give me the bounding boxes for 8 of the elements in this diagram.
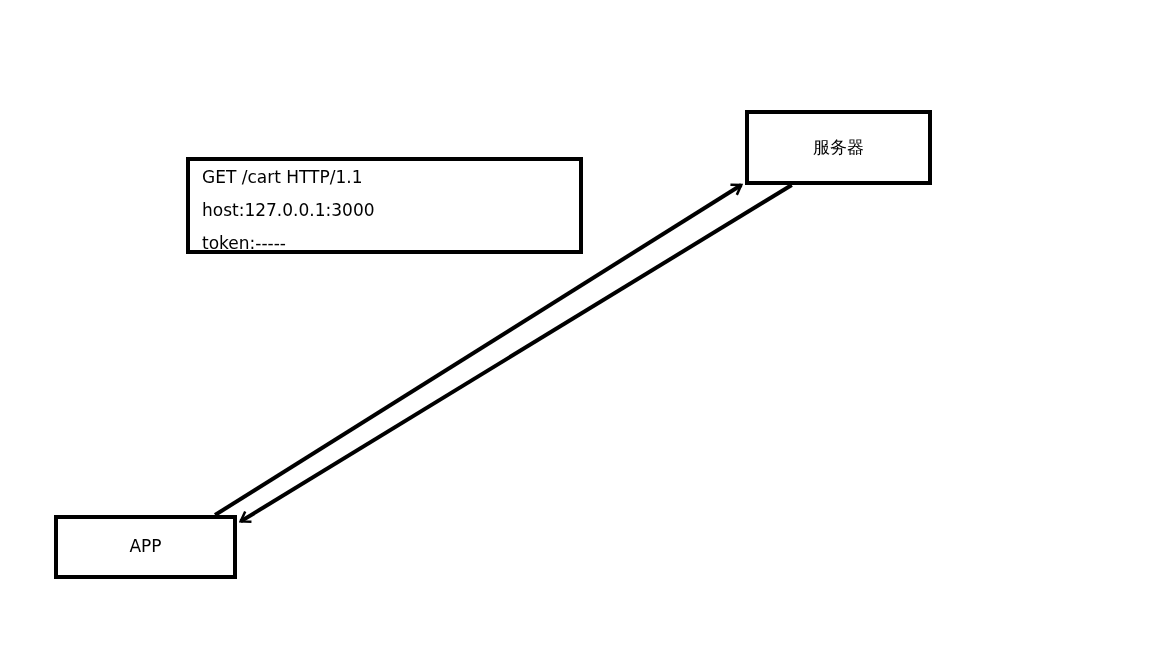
header-line: host:127.0.0.1:3000 [202, 199, 376, 222]
request-box [186, 157, 583, 254]
node-label: APP [129, 535, 162, 559]
header-line: token:----- [202, 232, 287, 255]
process-box [54, 515, 237, 579]
process-box [745, 110, 932, 185]
header-line: GET /cart HTTP/1.1 [202, 166, 364, 189]
node-label: 服务器 [813, 135, 864, 159]
